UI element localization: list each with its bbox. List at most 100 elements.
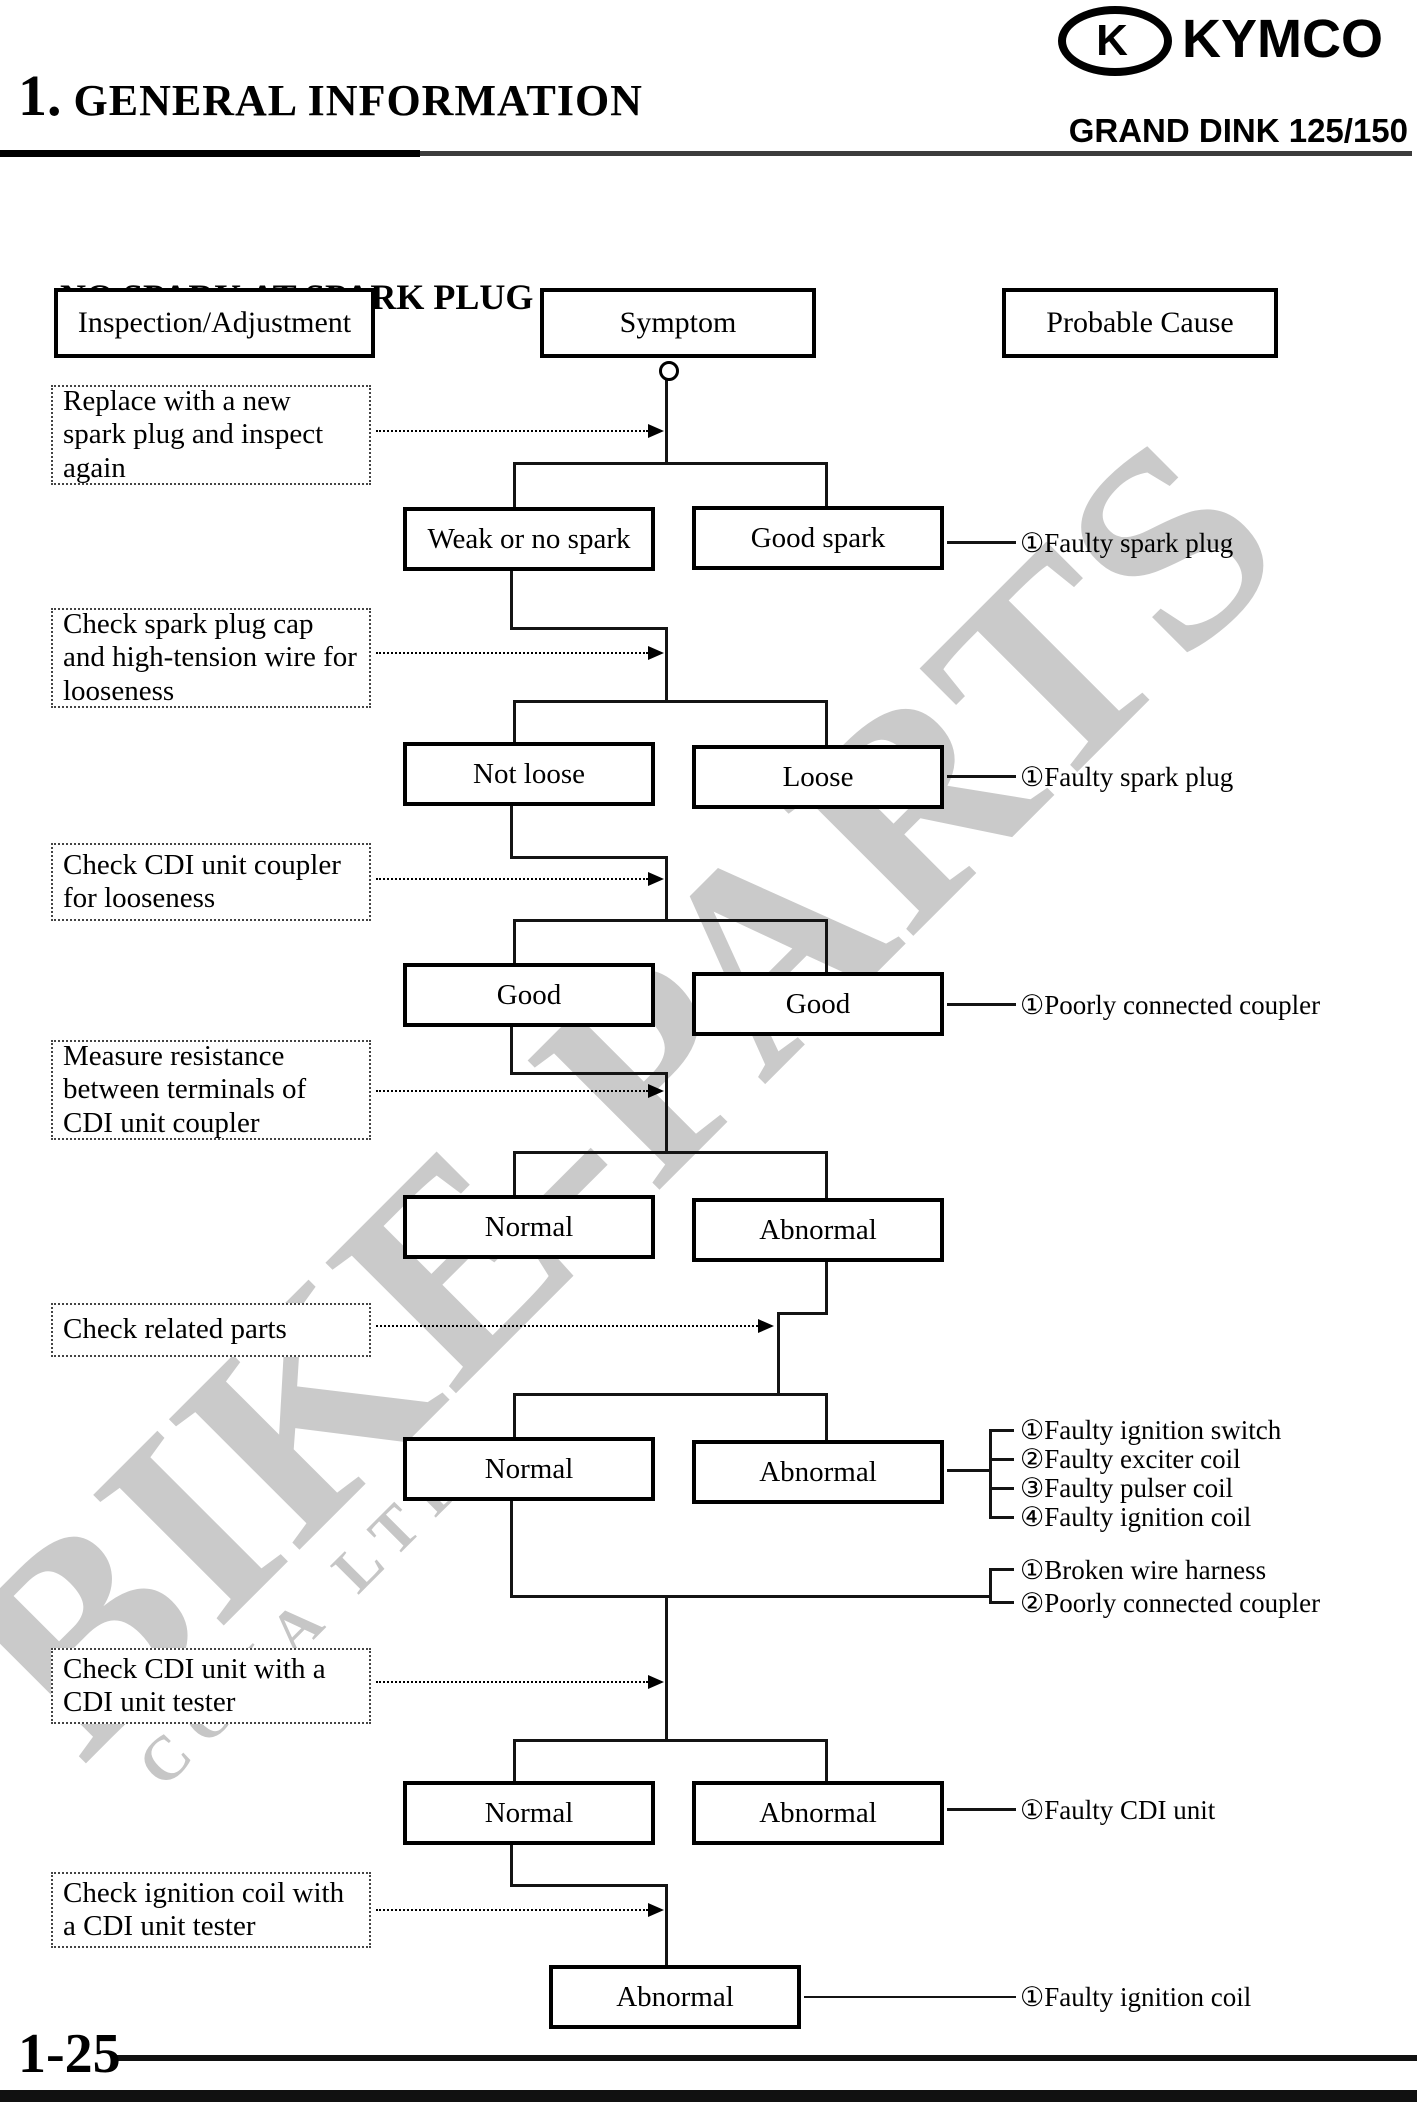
page-number: 1-25 (18, 2023, 121, 2085)
probable-cause: ②Poorly connected coupler (1020, 1588, 1321, 1618)
inspection-arrow-6 (376, 1675, 664, 1689)
footer-rule (112, 2055, 1417, 2061)
kymco-logo-letter: K (1096, 16, 1128, 65)
probable-cause: ①Poorly connected coupler (1020, 990, 1321, 1020)
flow-line (510, 856, 668, 859)
flow-line (825, 1393, 828, 1440)
probable-cause: ①Faulty ignition coil (1020, 1982, 1252, 2012)
model-name: GRAND DINK 125/150 (1068, 112, 1408, 149)
flow-line (510, 804, 513, 859)
result-box: Weak or no spark (403, 507, 655, 571)
cause-connector (804, 1996, 1016, 1998)
flow-line (777, 1312, 828, 1315)
flow-line (665, 1072, 668, 1154)
inspection-arrow-4 (376, 1084, 664, 1098)
flow-line (513, 919, 828, 922)
flow-line (513, 700, 828, 703)
cause-connector (989, 1487, 1014, 1490)
inspection-step-2: Check spark plug cap and high-tension wi… (51, 608, 371, 708)
column-header-inspection: Inspection/Adjustment (54, 288, 375, 358)
result-box: Abnormal (692, 1440, 944, 1504)
probable-cause: ②Faulty exciter coil (1020, 1444, 1241, 1474)
inspection-step-7: Check ignition coil with a CDI unit test… (51, 1872, 371, 1948)
flow-line (513, 462, 516, 507)
result-box: Loose (692, 745, 944, 809)
kymco-wordmark: KYMCO (1182, 9, 1383, 69)
result-box: Abnormal (692, 1781, 944, 1845)
flow-line (513, 1739, 516, 1781)
inspection-arrow-5 (376, 1319, 774, 1333)
result-box-final: Abnormal (549, 1965, 801, 2029)
cause-connector (989, 1458, 1014, 1461)
result-box: Normal (403, 1195, 655, 1259)
flow-line (510, 627, 668, 630)
cause-connector (947, 1003, 1016, 1006)
inspection-arrow-1 (376, 424, 664, 438)
kymco-logo-icon: K (1058, 6, 1172, 76)
chapter-heading: 1. GENERAL INFORMATION (18, 62, 643, 129)
result-box: Normal (403, 1781, 655, 1845)
cause-connector (947, 541, 1016, 544)
flow-line (825, 462, 828, 506)
flow-line (513, 1393, 828, 1396)
result-box: Not loose (403, 742, 655, 806)
column-header-cause: Probable Cause (1002, 288, 1278, 358)
flow-line (777, 1312, 780, 1396)
cause-bracket (989, 1429, 992, 1519)
result-box: Good (403, 963, 655, 1027)
probable-cause: ③Faulty pulser coil (1020, 1473, 1234, 1503)
inspection-step-6: Check CDI unit with a CDI unit tester (51, 1648, 371, 1724)
probable-cause: ①Broken wire harness (1020, 1555, 1267, 1585)
flow-line (665, 1595, 668, 1742)
inspection-step-4: Measure resistance between terminals of … (51, 1040, 371, 1140)
flow-line (665, 627, 668, 703)
chapter-number: 1. (18, 63, 62, 128)
inspection-arrow-2 (376, 646, 664, 660)
inspection-arrow-3 (376, 872, 664, 886)
flow-line (510, 1884, 668, 1887)
footer-bar (0, 2090, 1417, 2102)
flow-line (513, 1739, 828, 1742)
flow-line (510, 1499, 513, 1598)
header-rule-right (420, 151, 1412, 156)
result-box: Abnormal (692, 1198, 944, 1262)
inspection-step-1: Replace with a new spark plug and inspec… (51, 385, 371, 485)
flow-line (665, 856, 668, 922)
cause-bracket (989, 1568, 992, 1604)
result-box: Good spark (692, 506, 944, 570)
inspection-step-3: Check CDI unit coupler for looseness (51, 843, 371, 921)
probable-cause: ④Faulty ignition coil (1020, 1502, 1252, 1532)
flow-line (510, 1595, 991, 1598)
flow-line (825, 919, 828, 972)
probable-cause: ①Faulty spark plug (1020, 762, 1234, 792)
cause-connector (989, 1601, 1014, 1604)
flow-line (513, 1151, 516, 1195)
flow-start-node (659, 361, 679, 381)
flow-line (825, 1151, 828, 1198)
result-box: Normal (403, 1437, 655, 1501)
cause-connector (947, 1469, 989, 1472)
flow-line (513, 462, 828, 465)
flow-line (510, 1025, 513, 1075)
column-header-symptom: Symptom (540, 288, 816, 358)
inspection-arrow-7 (376, 1903, 664, 1917)
flow-line (665, 379, 668, 465)
cause-connector (989, 1568, 1014, 1571)
result-box: Good (692, 972, 944, 1036)
flow-line (825, 1739, 828, 1781)
flow-line (513, 1151, 828, 1154)
header-rule (0, 150, 420, 157)
flow-line (510, 1843, 513, 1887)
probable-cause: ①Faulty ignition switch (1020, 1415, 1282, 1445)
cause-connector (947, 775, 1016, 778)
flow-line (513, 1393, 516, 1437)
chapter-title: GENERAL INFORMATION (73, 76, 643, 125)
probable-cause: ①Faulty CDI unit (1020, 1795, 1216, 1825)
flow-line (510, 1072, 668, 1075)
flow-line (665, 1884, 668, 1965)
inspection-step-5: Check related parts (51, 1303, 371, 1357)
probable-cause: ①Faulty spark plug (1020, 528, 1234, 558)
flow-line (513, 700, 516, 742)
flow-line (510, 569, 513, 630)
